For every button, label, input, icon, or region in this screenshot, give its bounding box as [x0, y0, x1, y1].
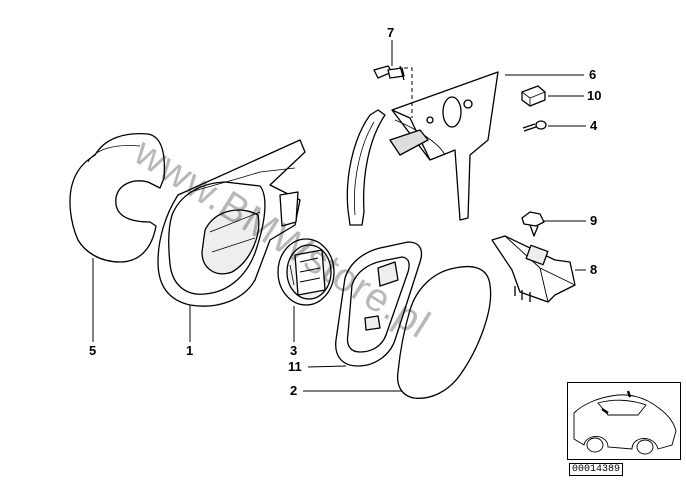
- triangle-trim-part-6: [389, 71, 499, 221]
- callout-5: 5: [89, 343, 97, 358]
- callout-3: 3: [290, 343, 298, 358]
- callout-1: 1: [186, 343, 194, 358]
- callout-7: 7: [387, 25, 395, 40]
- callout-11: 11: [288, 359, 302, 374]
- callout-2: 2: [290, 383, 298, 398]
- screw-part-4: [522, 120, 547, 132]
- leader-lines: [92, 40, 586, 392]
- callout-8: 8: [590, 262, 598, 277]
- mirror-cap-part-5: [69, 132, 166, 263]
- diagram-number: 00014389: [569, 463, 624, 476]
- motor-part-3: [277, 238, 335, 306]
- switch-part-8: [491, 235, 576, 303]
- callout-9: 9: [590, 213, 598, 228]
- car-outline-icon: [573, 390, 677, 455]
- mirror-housing-part-1: [157, 139, 306, 307]
- nut-part-10: [521, 85, 546, 107]
- callout-4: 4: [590, 118, 598, 133]
- clip-part-9: [521, 211, 545, 237]
- callout-6: 6: [589, 67, 597, 82]
- seal-strip: [346, 109, 386, 226]
- mirror-glass-part-2: [396, 265, 492, 399]
- callout-10: 10: [587, 88, 602, 103]
- clip-part-7: [373, 65, 405, 81]
- vehicle-location-inset: [567, 382, 681, 460]
- mirror-carrier-part-11: [335, 241, 423, 367]
